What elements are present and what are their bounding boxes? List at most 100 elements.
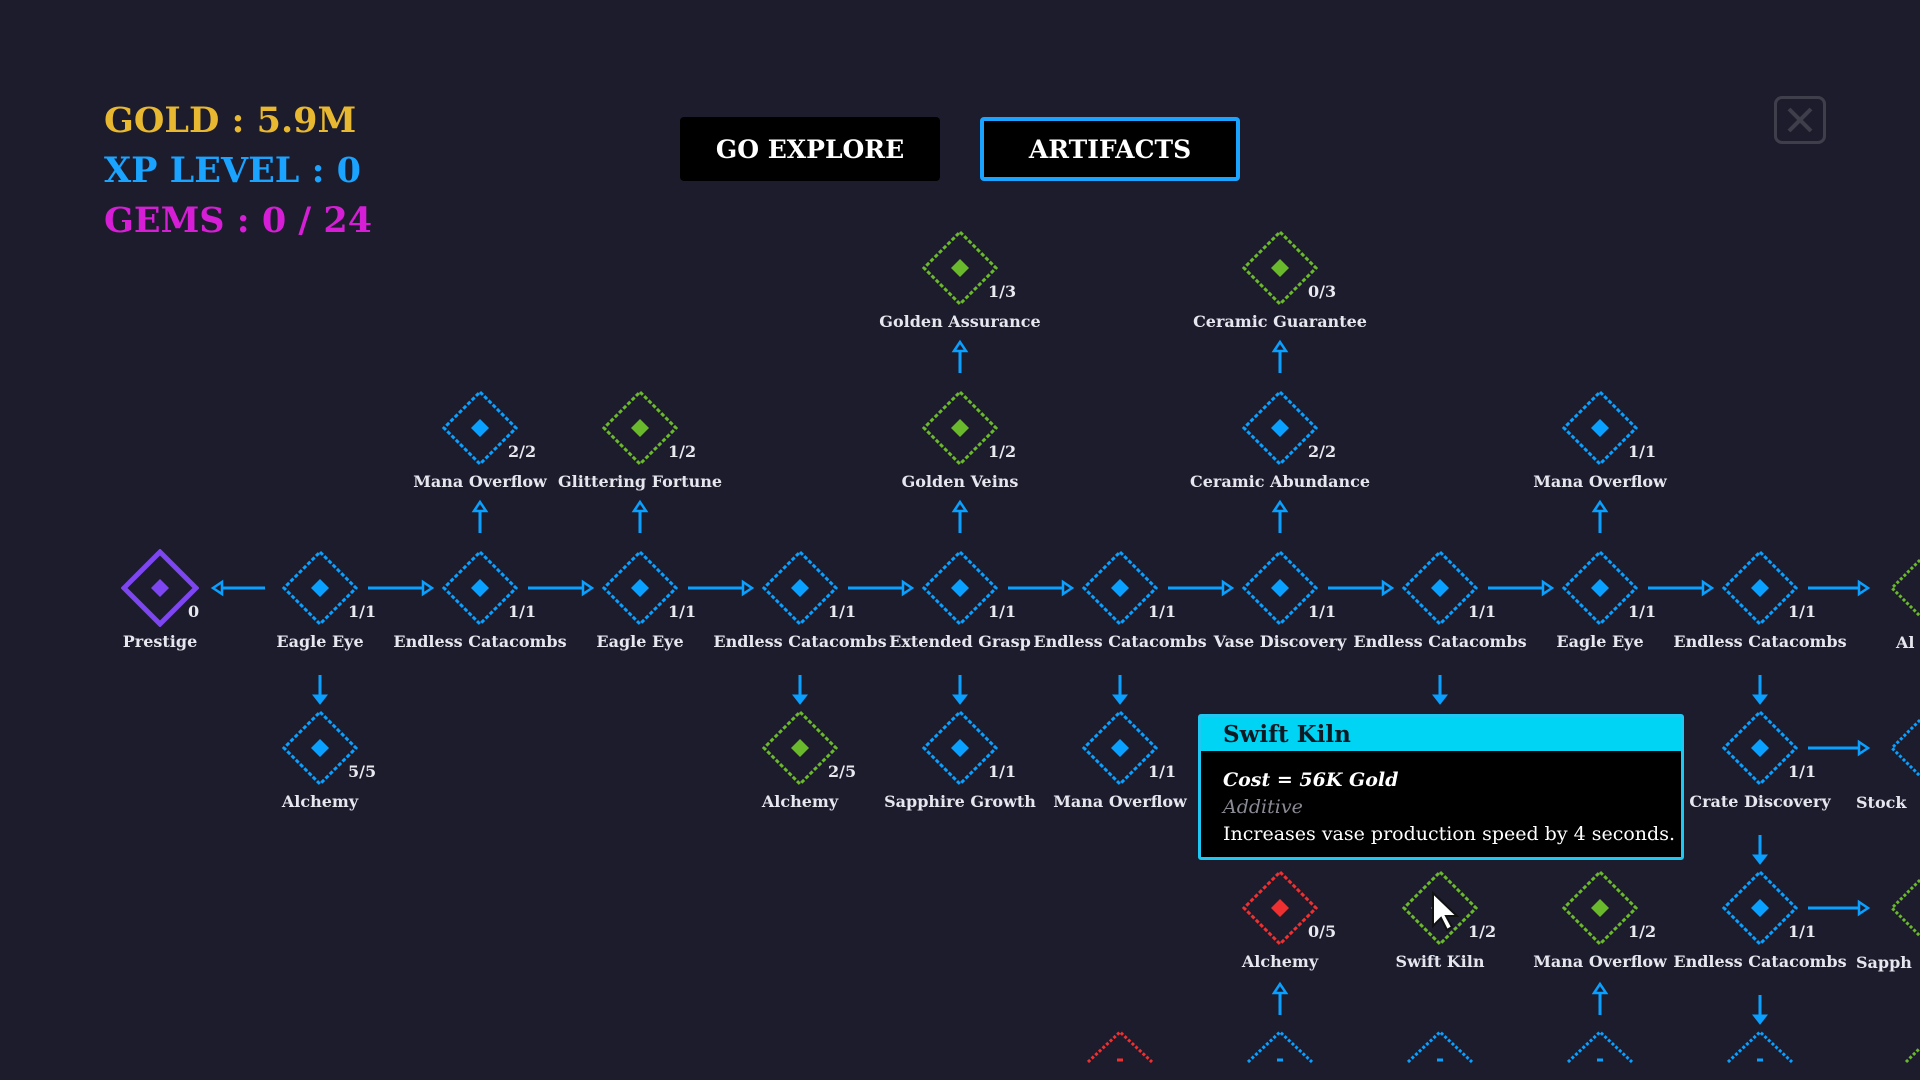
skill-node-crate-discovery[interactable] [1721, 709, 1799, 787]
connector-arrowhead [1751, 1014, 1769, 1025]
mouse-cursor-icon [1432, 890, 1460, 932]
connector-arrowhead [210, 579, 224, 597]
skill-node-label: Prestige [122, 632, 198, 651]
skill-node-level: 0/3 [1308, 282, 1337, 301]
skill-node-level: 0 [188, 602, 200, 621]
skill-node-label: Golden Veins [901, 472, 1019, 491]
skill-node-eagle-eye-1[interactable] [281, 549, 359, 627]
skill-node-level: 1/1 [828, 602, 857, 621]
skill-node-diamond-icon [1081, 709, 1159, 787]
skill-node-diamond-icon [601, 389, 679, 467]
gems-counter: GEMS : 0 / 24 [104, 200, 373, 241]
skill-node-diamond-icon [441, 389, 519, 467]
node-partial-diamond [1246, 1029, 1314, 1064]
skill-node-diamond-icon [1561, 389, 1639, 467]
tooltip-description: Increases vase production speed by 4 sec… [1223, 823, 1676, 845]
connector-arrowhead [791, 694, 809, 705]
skill-node-diamond-icon [1721, 869, 1799, 947]
skill-node-level: 1/2 [1628, 922, 1657, 941]
node-partial-diamond [1086, 1029, 1154, 1064]
skill-node-level: 1/1 [1788, 922, 1817, 941]
connector-arrowhead [1591, 499, 1609, 513]
skill-node-level: 1/1 [348, 602, 377, 621]
skill-node-mana-overflow-3[interactable] [1081, 709, 1159, 787]
xp-level-counter: XP LEVEL : 0 [104, 150, 362, 191]
skill-node-level: 2/2 [508, 442, 537, 461]
skill-node-level: 1/1 [1148, 762, 1177, 781]
skill-node-ceramic-guarantee[interactable] [1241, 229, 1319, 307]
skill-node-label: Swift Kiln [1395, 952, 1485, 971]
skill-node-vase-discovery[interactable] [1241, 549, 1319, 627]
skill-node-label: Endless Catacombs [1033, 632, 1207, 651]
skill-node-label: Endless Catacombs [1673, 952, 1847, 971]
skill-node-ceramic-abundance[interactable] [1241, 389, 1319, 467]
connector-arrowhead [1061, 579, 1075, 597]
skill-node-endless-catacombs-4[interactable] [1401, 549, 1479, 627]
skill-node-level: 0/5 [1308, 922, 1337, 941]
skill-node-diamond-icon [281, 549, 359, 627]
skill-node-mana-overflow-1[interactable] [441, 389, 519, 467]
skill-node-eagle-eye-2[interactable] [601, 549, 679, 627]
connector-arrowhead [1857, 899, 1871, 917]
skill-node-label: Ceramic Guarantee [1193, 312, 1367, 331]
node-partial-diamond [1726, 1029, 1794, 1064]
go-explore-button[interactable]: GO EXPLORE [680, 117, 940, 181]
skill-node-label: Endless Catacombs [1353, 632, 1527, 651]
skill-node-label: Mana Overflow [1533, 952, 1667, 971]
skill-node-extended-grasp[interactable] [921, 549, 999, 627]
skill-node-label: Mana Overflow [1053, 792, 1187, 811]
skill-node-label: Endless Catacombs [393, 632, 567, 651]
connector-arrowhead [631, 499, 649, 513]
node-partial-diamond [1406, 1029, 1474, 1064]
connector-arrowhead [741, 579, 755, 597]
skill-node-sapphire-growth[interactable] [921, 709, 999, 787]
connector-arrowhead [1751, 854, 1769, 865]
skill-node-level: 1/1 [1468, 602, 1497, 621]
skill-node-endless-catacombs-2[interactable] [761, 549, 839, 627]
skill-node-label: Vase Discovery [1213, 632, 1347, 651]
skill-node-label: Golden Assurance [879, 312, 1041, 331]
skill-node-diamond-icon [601, 549, 679, 627]
skill-node-level: 2/5 [828, 762, 857, 781]
skill-node-prestige[interactable] [121, 549, 199, 627]
connector-arrowhead [1271, 499, 1289, 513]
skill-node-endless-catacombs-5[interactable] [1721, 549, 1799, 627]
skill-node-golden-veins[interactable] [921, 389, 999, 467]
connector-arrowhead [581, 579, 595, 597]
skill-node-eagle-eye-3[interactable] [1561, 549, 1639, 627]
skill-node-level: 1/1 [1628, 602, 1657, 621]
skill-node-level: 1/1 [1308, 602, 1337, 621]
skill-node-level: 1/1 [988, 762, 1017, 781]
skill-node-label: Eagle Eye [596, 632, 684, 651]
skill-node-endless-catacombs-6[interactable] [1721, 869, 1799, 947]
skill-node-diamond-icon [1561, 869, 1639, 947]
skill-node-level: 1/1 [1788, 762, 1817, 781]
skill-node-alchemy-2[interactable] [761, 709, 839, 787]
artifacts-button[interactable]: ARTIFACTS [980, 117, 1240, 181]
skill-node-endless-catacombs-1[interactable] [441, 549, 519, 627]
skill-node-mana-overflow-2[interactable] [1561, 389, 1639, 467]
skill-node-alchemy-3[interactable] [1241, 869, 1319, 947]
connector-arrowhead [1381, 579, 1395, 597]
skill-node-diamond-icon [1561, 549, 1639, 627]
connector-arrowhead [1701, 579, 1715, 597]
connector-arrowhead [951, 339, 969, 353]
skill-node-label: Eagle Eye [1556, 632, 1644, 651]
close-button[interactable] [1774, 96, 1826, 144]
skill-node-diamond-icon [281, 709, 359, 787]
skill-node-mana-overflow-4[interactable] [1561, 869, 1639, 947]
skill-node-endless-catacombs-3[interactable] [1081, 549, 1159, 627]
skill-node-glittering-fortune[interactable] [601, 389, 679, 467]
skill-node-diamond-icon [761, 549, 839, 627]
skill-node-level: 1/1 [1628, 442, 1657, 461]
skill-node-level: 1/1 [988, 602, 1017, 621]
skill-node-level: 2/2 [1308, 442, 1337, 461]
skill-node-diamond-icon [1241, 229, 1319, 307]
skill-node-label: Endless Catacombs [1673, 632, 1847, 651]
skill-node-diamond-icon [921, 549, 999, 627]
skill-node-alchemy-1[interactable] [281, 709, 359, 787]
skill-node-label: Extended Grasp [889, 632, 1031, 651]
skill-node-golden-assurance[interactable] [921, 229, 999, 307]
skill-node-label: Sapphire Growth [884, 792, 1036, 811]
connector-arrowhead [901, 579, 915, 597]
